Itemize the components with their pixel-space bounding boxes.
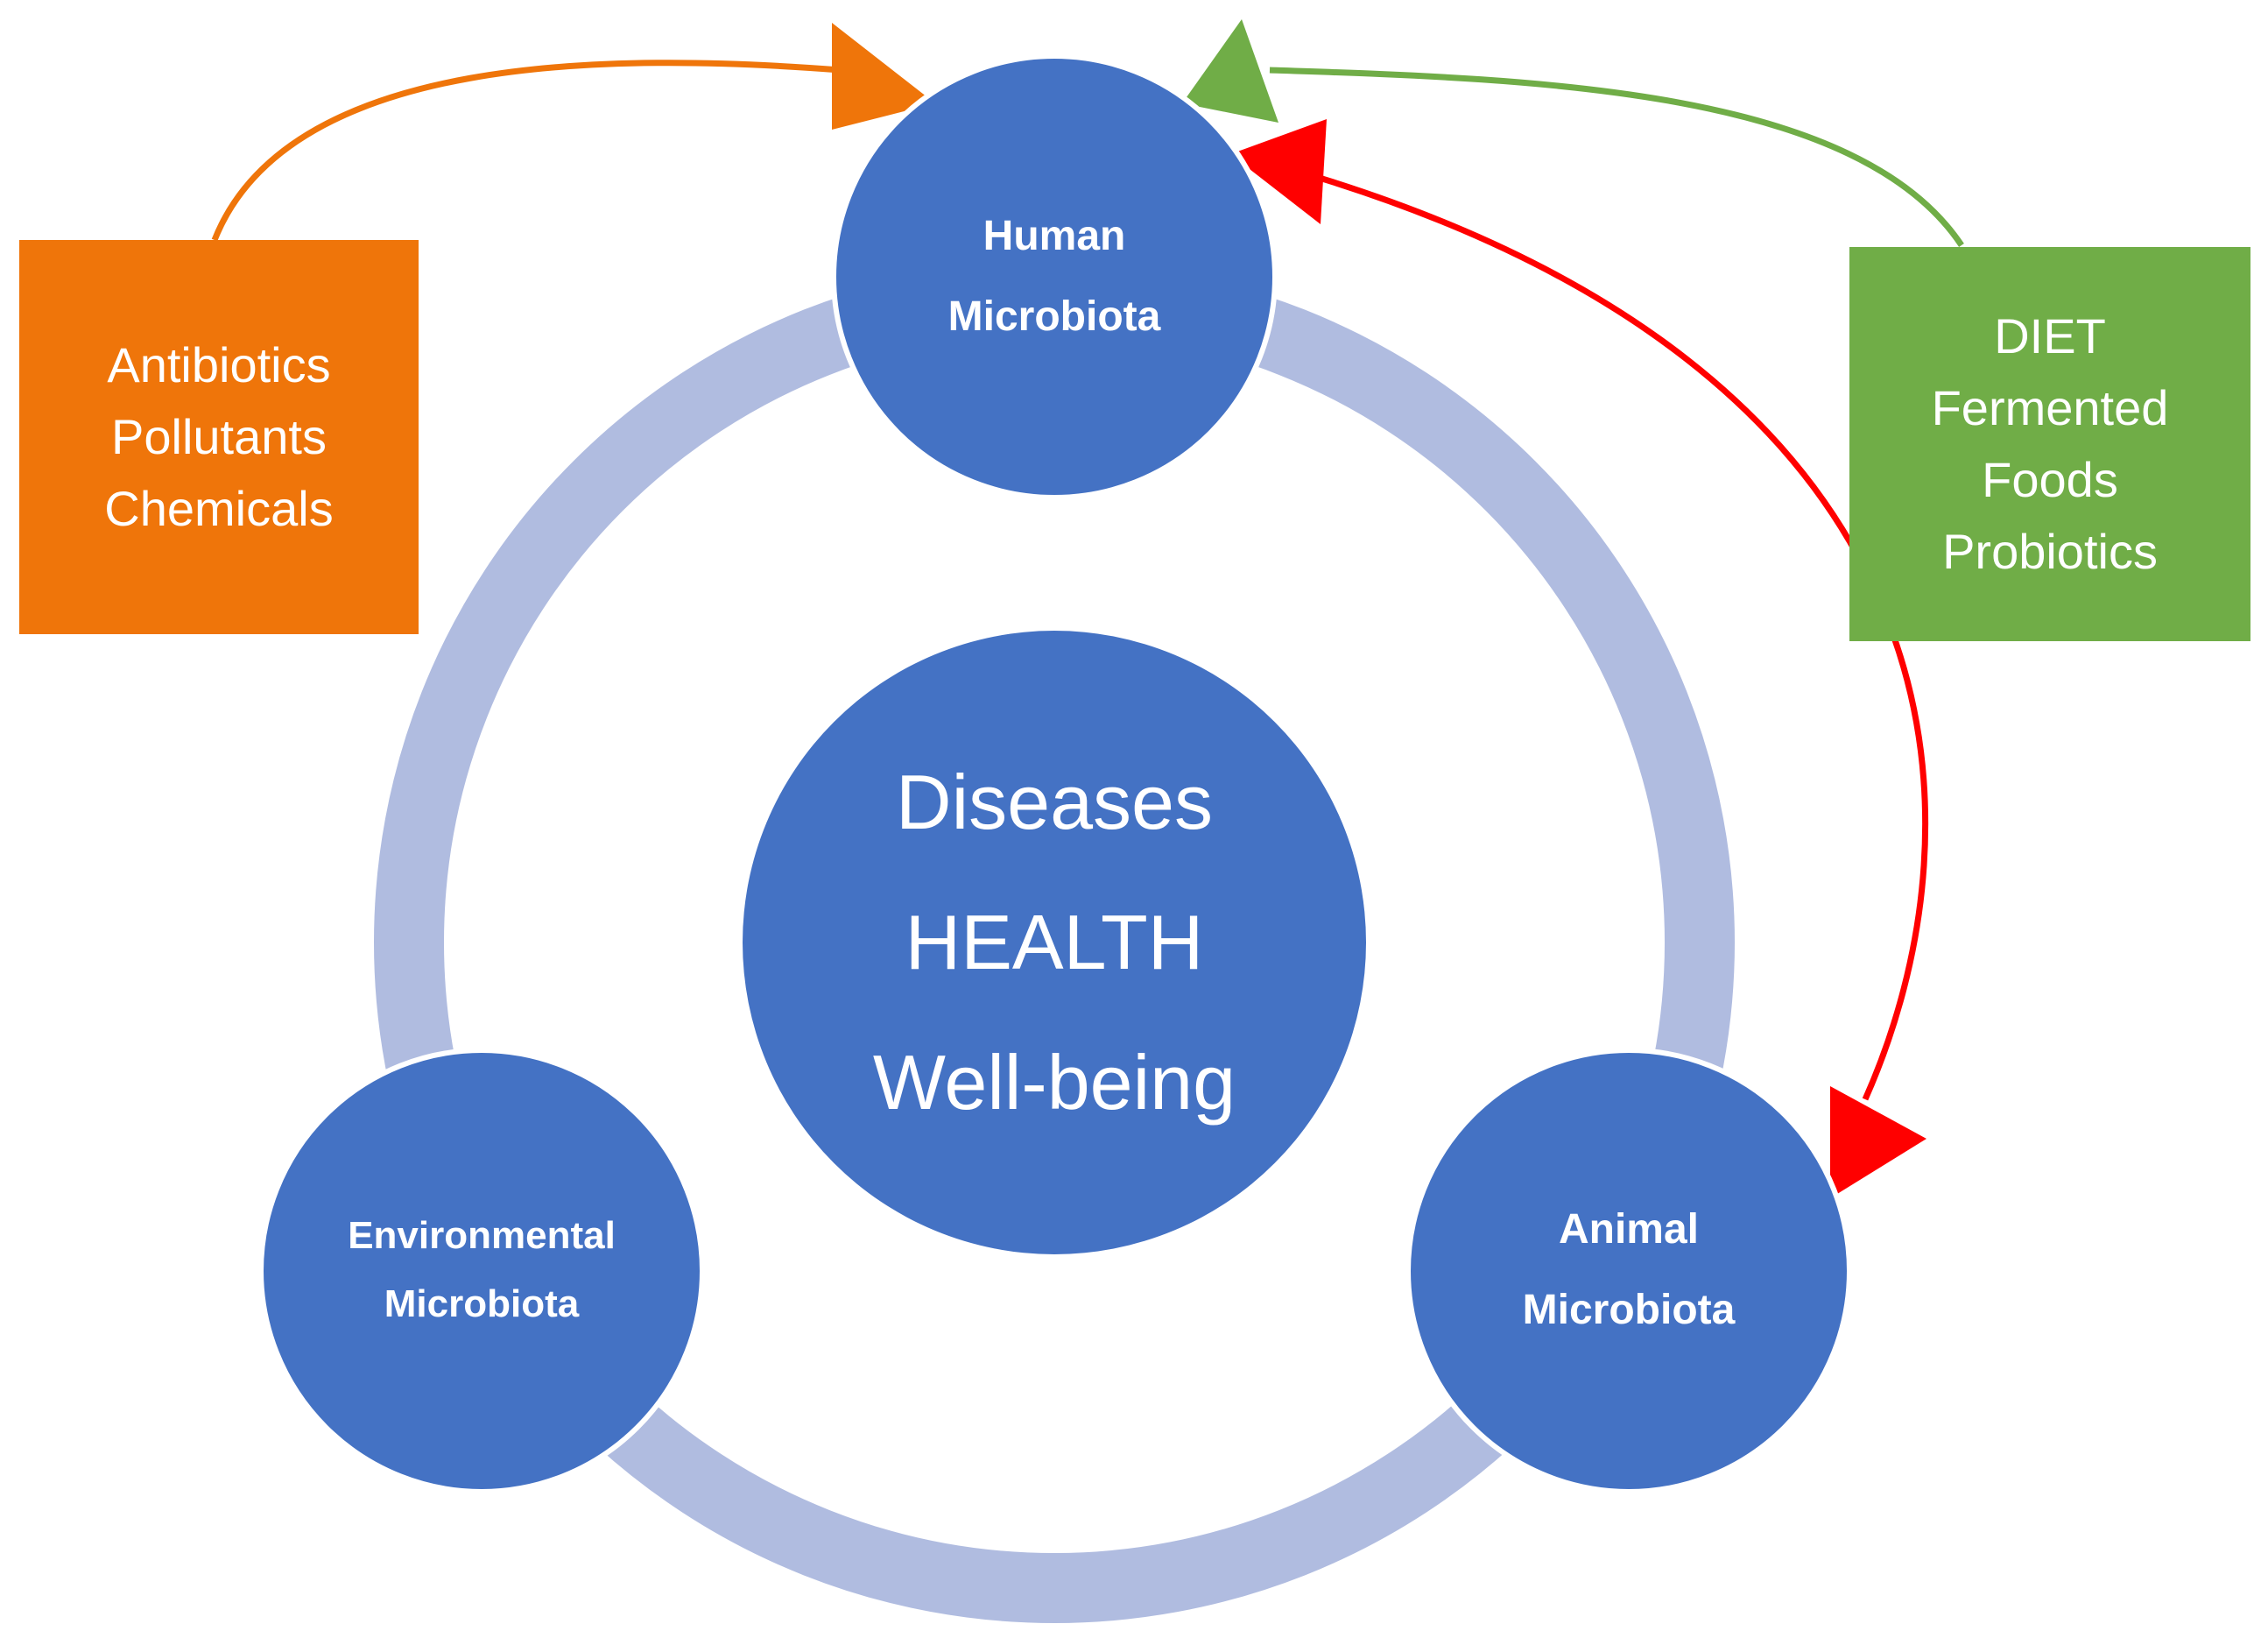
external-factor-line: Antibiotics: [107, 337, 331, 392]
diet-factor-line: Foods: [1982, 452, 2118, 507]
diet-factors-box: [1849, 247, 2250, 641]
diet-arrow: [1269, 67, 1964, 247]
node-label-line: Human: [983, 213, 1126, 259]
diet-factor-line: Fermented: [1931, 380, 2169, 435]
center-label-line: Well-being: [872, 1039, 1236, 1126]
node-label-line: Microbiota: [1522, 1287, 1736, 1333]
health-center-node: [743, 631, 1366, 1254]
animal-microbiota-node: [1405, 1048, 1852, 1494]
human-microbiota-label: Human Microbiota: [879, 154, 1229, 399]
human-microbiota-node: [831, 53, 1278, 500]
exchange-arrowhead-animal: [1830, 1086, 1926, 1198]
environmental-microbiota-node: [258, 1048, 705, 1494]
diet-factors-label: DIET Fermented Foods Probiotics: [1849, 247, 2250, 641]
health-center-label: Diseases HEALTH Well-being: [792, 724, 1317, 1161]
diet-factor-line: Probiotics: [1942, 524, 2158, 579]
center-label-line: Diseases: [896, 759, 1213, 845]
external-factor-line: Pollutants: [111, 409, 327, 464]
diet-factor-line: DIET: [1994, 308, 2106, 364]
external-factors-label: Antibiotics Pollutants Chemicals: [19, 240, 419, 634]
node-label-line: Environmental: [348, 1214, 616, 1257]
environmental-microbiota-label: Environmental Microbiota: [289, 1165, 674, 1375]
node-label-line: Microbiota: [384, 1282, 580, 1325]
external-factors-arrowhead: [832, 23, 935, 130]
external-factor-line: Chemicals: [104, 481, 334, 536]
animal-microbiota-label: Animal Microbiota: [1454, 1147, 1804, 1393]
node-label-line: Animal: [1558, 1206, 1700, 1253]
node-label-line: Microbiota: [947, 293, 1161, 340]
center-label-line: HEALTH: [905, 899, 1204, 985]
exchange-arrowhead-human: [1230, 119, 1327, 224]
external-factors-arrow: [211, 60, 842, 242]
diet-arrowhead: [1182, 19, 1278, 123]
external-factors-box: [19, 240, 419, 634]
